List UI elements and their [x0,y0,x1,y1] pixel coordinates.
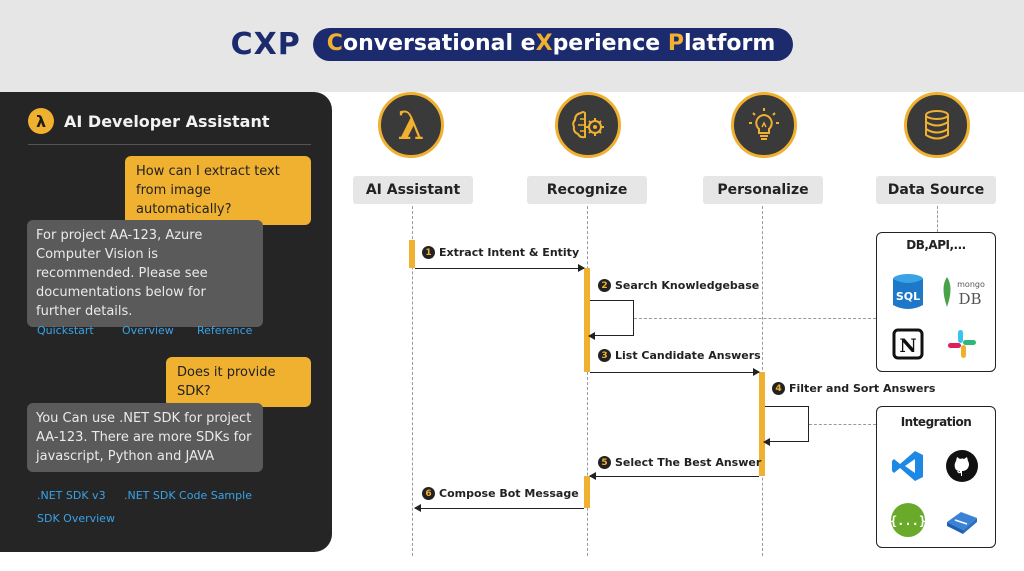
github-icon [943,447,981,485]
step-number: 1 [422,246,435,259]
step-text: List Candidate Answers [615,349,761,362]
step-number: 2 [598,279,611,292]
activation-bar [759,372,765,476]
step-number: 4 [772,382,785,395]
column-label-recognize: Recognize [527,176,647,204]
step-text: Select The Best Answer [615,456,762,469]
activation-bar [584,268,590,372]
integration-box: Integration {...} [876,406,996,548]
user-message: Does it provide SDK? [166,357,311,407]
step-text: Extract Intent & Entity [439,246,580,259]
data-source-box: DB,API,... SQL mongo DB N [876,232,996,372]
title-letter-c: C [326,31,343,56]
step-label: 5 Select The Best Answer [598,456,761,469]
integration-link [809,424,876,425]
title-letter-x: X [535,31,553,56]
title-part-3: latform [683,31,776,56]
title-part-1: onversational e [342,31,536,56]
book-icon [943,501,981,539]
step-number: 5 [598,456,611,469]
link-quickstart[interactable]: Quickstart [37,324,94,337]
mongo-label: mongo [957,280,985,289]
title-part-2: perience [552,31,668,56]
data-source-box-title: DB,API,... [906,238,966,252]
link-net-sdk-v3[interactable]: .NET SDK v3 [37,489,106,502]
message-arrow [590,368,760,376]
notion-icon: N [889,325,927,363]
step-label: 1 Extract Intent & Entity [422,246,579,259]
step-label: 4 Filter and Sort Answers [772,382,935,395]
cxp-logo: CXP [230,27,301,62]
integration-box-title: Integration [900,415,972,429]
page-header: CXP Conversational eXperience Platform [0,27,1024,62]
sql-label: SQL [896,290,920,303]
sql-database-icon: SQL [889,273,927,311]
step-text: Filter and Sort Answers [789,382,936,395]
database-icon [904,92,970,158]
step-label: 3 List Candidate Answers [598,349,761,362]
step-text: Search Knowledgebase [615,279,760,292]
title-letter-p: P [667,31,684,56]
mongodb-icon: mongo DB [939,273,987,311]
column-label-ai-assistant: AI Assistant [353,176,473,204]
brain-gear-icon [555,92,621,158]
notion-label: N [899,335,916,357]
activation-bar [584,476,590,508]
lifeline-data-source [937,206,938,232]
column-label-personalize: Personalize [703,176,823,204]
bot-message: For project AA-123, Azure Computer Visio… [27,220,263,327]
link-sdk-overview[interactable]: SDK Overview [37,512,115,525]
chat-divider [28,144,311,145]
lambda-icon: λ [378,92,444,158]
lifeline-recognize [587,206,588,556]
api-braces-label: {...} [890,514,926,528]
activation-bar [409,240,415,268]
self-loop-arrow [588,300,634,340]
user-message: How can I extract text from image automa… [125,156,311,225]
bot-message: You Can use .NET SDK for project AA-123.… [27,403,263,472]
message-arrow [415,264,585,272]
link-net-sdk-code-sample[interactable]: .NET SDK Code Sample [124,489,252,502]
self-loop-arrow [763,406,809,446]
lifeline-ai-assistant [412,206,413,556]
message-arrow [414,504,584,512]
step-number: 3 [598,349,611,362]
chat-panel-title: AI Developer Assistant [64,111,270,131]
db-label: DB [958,290,981,308]
slack-icon [943,325,981,363]
link-overview[interactable]: Overview [122,324,174,337]
lambda-icon: λ [28,108,54,134]
message-arrow [589,472,759,480]
api-braces-icon: {...} [889,501,927,539]
step-text: Compose Bot Message [439,487,579,500]
step-label: 2 Search Knowledgebase [598,279,759,292]
vscode-icon [889,447,927,485]
platform-title: Conversational eXperience Platform [312,28,794,61]
link-reference[interactable]: Reference [197,324,253,337]
step-number: 6 [422,487,435,500]
step-label: 6 Compose Bot Message [422,487,579,500]
data-source-link [634,318,876,319]
chat-panel-header: λ AI Developer Assistant [28,108,269,134]
lightbulb-icon [731,92,797,158]
column-label-data-source: Data Source [876,176,996,204]
